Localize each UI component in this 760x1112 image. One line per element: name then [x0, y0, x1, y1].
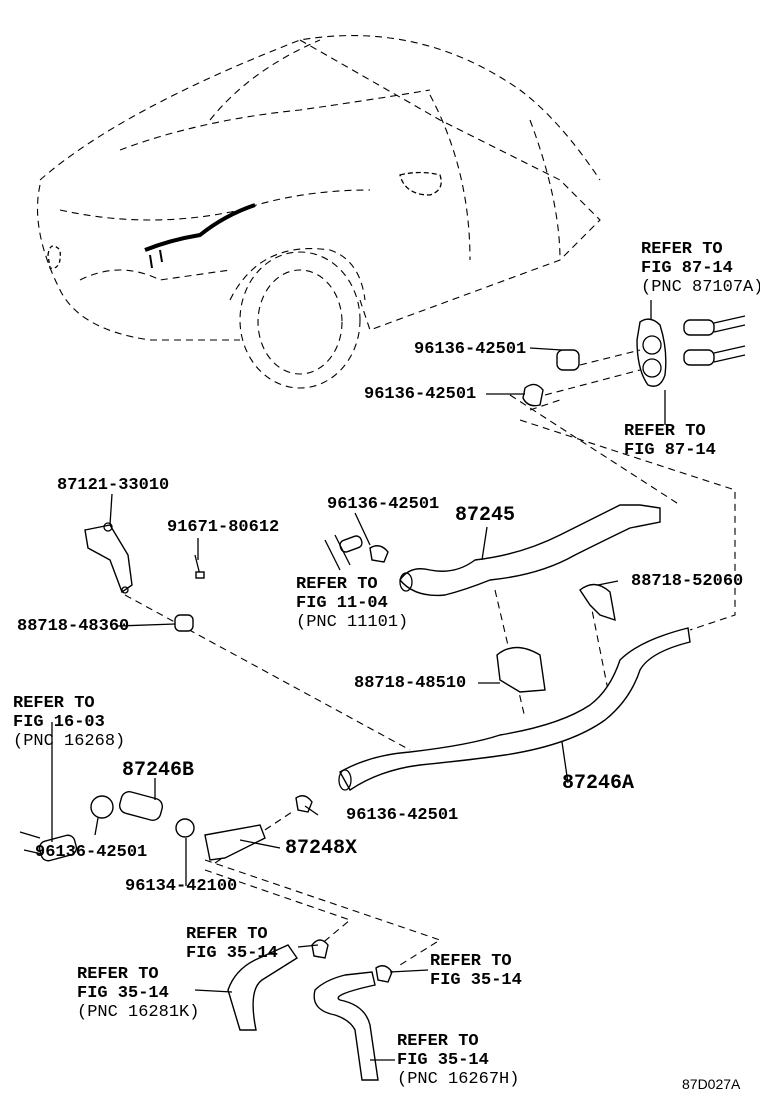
callout-88718-48360[interactable]: 88718-48360: [17, 617, 130, 636]
leader-lines: [51, 347, 619, 1061]
fig-line: FIG 16-03: [13, 713, 105, 732]
refer-line: REFER TO: [397, 1032, 479, 1051]
callout-refer-16281k[interactable]: REFER TO FIG 35-14 (PNC 16281K): [77, 965, 199, 1022]
hose-87245: [399, 504, 661, 597]
callout-88718-48510[interactable]: 88718-48510: [354, 674, 467, 693]
callout-96136-42501[interactable]: 96136-42501: [35, 843, 148, 862]
callout-87121-33010[interactable]: 87121-33010: [57, 476, 170, 495]
pnc-line: (PNC 16267H): [397, 1070, 520, 1089]
callout-refer-1104[interactable]: REFER TO FIG 11-04 (PNC 11101): [296, 575, 408, 632]
callout-96136-42501[interactable]: 96136-42501: [327, 495, 440, 514]
refer-line: REFER TO: [296, 575, 378, 594]
pnc-line: (PNC 16281K): [77, 1003, 200, 1022]
pnc-line: (PNC 16268): [13, 732, 126, 751]
callout-96136-42501[interactable]: 96136-42501: [346, 806, 459, 825]
callout-87245[interactable]: 87245: [455, 504, 516, 527]
callout-refer-1603[interactable]: REFER TO FIG 16-03 (PNC 16268): [13, 694, 125, 751]
callout-88718-52060[interactable]: 88718-52060: [631, 572, 744, 591]
callout-refer-3514[interactable]: REFER TO FIG 35-14: [430, 952, 522, 990]
callout-87248x[interactable]: 87248X: [285, 837, 358, 860]
fig-line: FIG 35-14: [77, 984, 169, 1003]
callout-87246a[interactable]: 87246A: [562, 772, 635, 795]
callout-refer-16267h[interactable]: REFER TO FIG 35-14 (PNC 16267H): [397, 1032, 519, 1089]
callout-refer-3514[interactable]: REFER TO FIG 35-14: [186, 925, 278, 963]
callout-96134-42100[interactable]: 96134-42100: [125, 877, 238, 896]
fig-line: FIG 87-14: [624, 441, 716, 460]
fig-line: FIG 35-14: [430, 971, 522, 990]
refer-line: REFER TO: [430, 952, 512, 971]
refer-line: REFER TO: [13, 694, 95, 713]
pnc-line: (PNC 87107A): [641, 278, 760, 297]
callout-96136-42501[interactable]: 96136-42501: [364, 385, 477, 404]
refer-line: REFER TO: [624, 422, 706, 441]
grommet-and-pipes: [522, 300, 746, 425]
callout-87246b[interactable]: 87246B: [122, 759, 195, 782]
car-outline-illustration: [36, 35, 601, 389]
refer-line: REFER TO: [641, 240, 723, 259]
refer-line: REFER TO: [186, 925, 268, 944]
callout-refer-8714[interactable]: REFER TO FIG 87-14: [624, 422, 716, 460]
callout-91671-80612[interactable]: 91671-80612: [167, 518, 280, 537]
callout-96136-42501[interactable]: 96136-42501: [414, 340, 527, 359]
fig-line: FIG 35-14: [397, 1051, 489, 1070]
fig-line: FIG 11-04: [296, 594, 388, 613]
fig-line: FIG 35-14: [186, 944, 278, 963]
clips-and-brackets: [19, 522, 616, 1081]
fig-line: FIG 87-14: [641, 259, 733, 278]
callout-refer-87107a[interactable]: REFER TO FIG 87-14 (PNC 87107A): [641, 240, 760, 297]
pnc-line: (PNC 11101): [296, 613, 409, 632]
hose-87246a: [338, 627, 691, 792]
figure-code: 87D027A: [682, 1076, 741, 1092]
refer-line: REFER TO: [77, 965, 159, 984]
